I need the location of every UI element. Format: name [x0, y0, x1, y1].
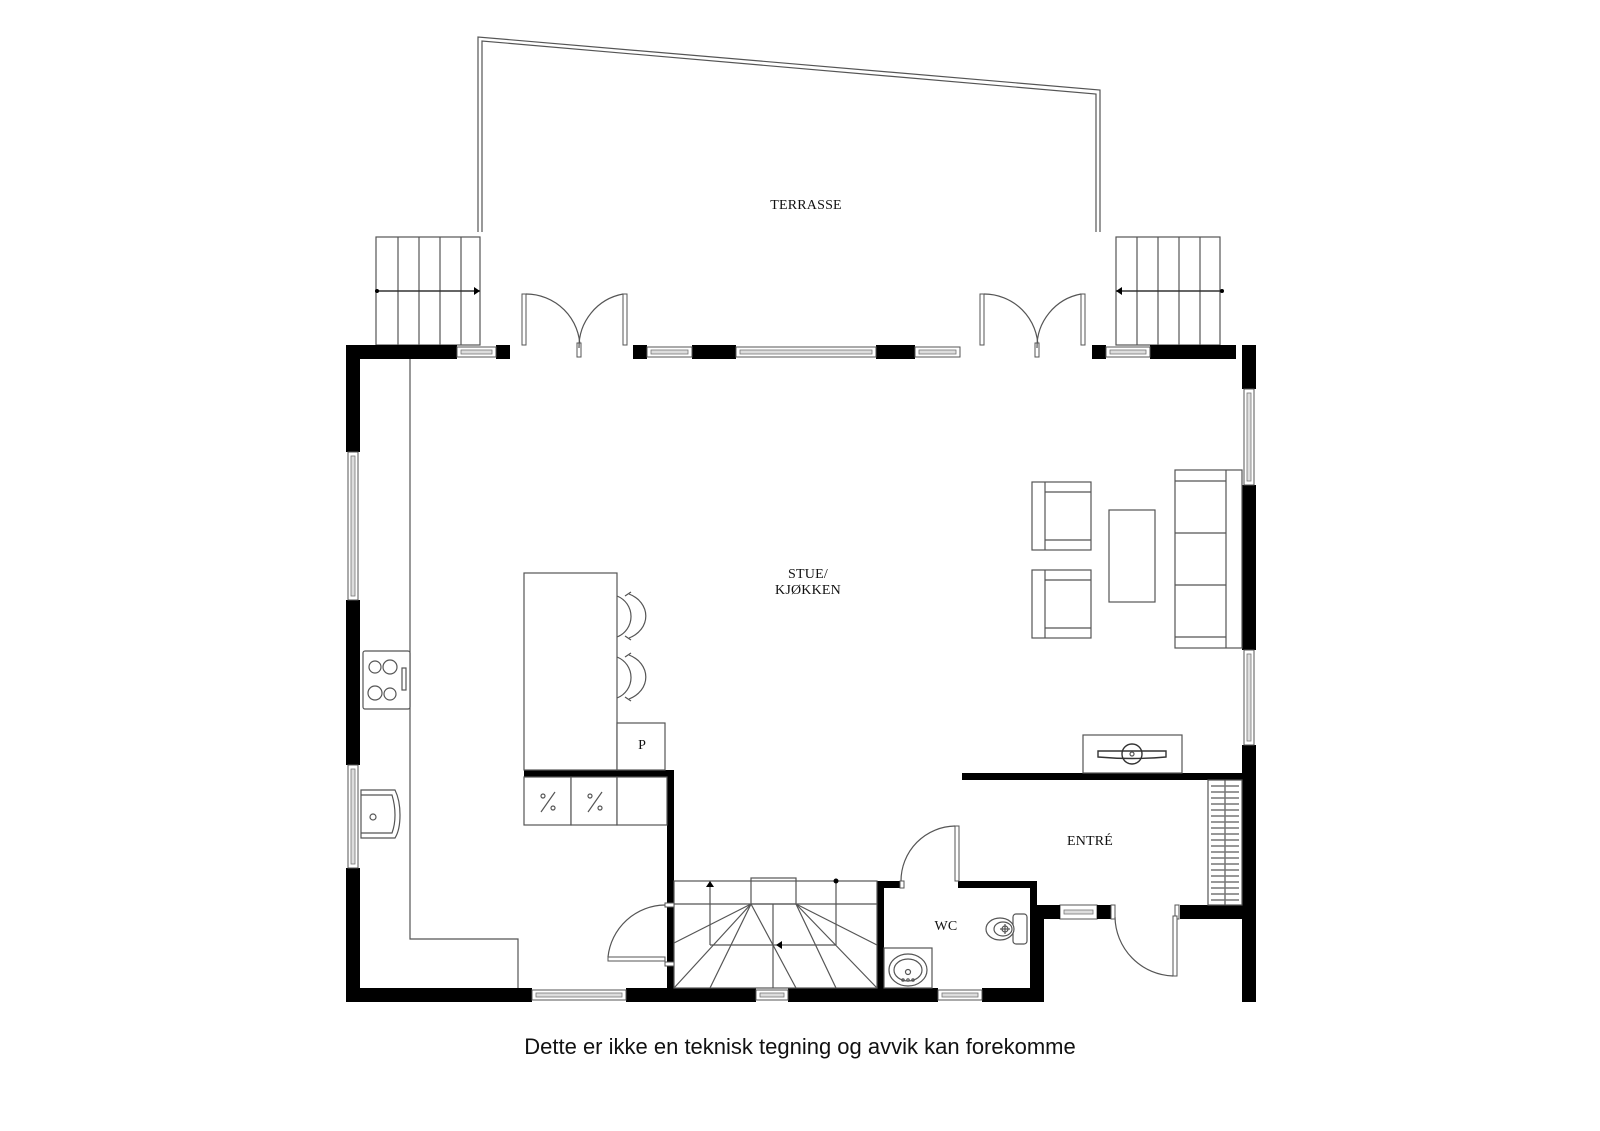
stair-arrow-icon [474, 287, 480, 295]
sofa-icon [1174, 469, 1243, 649]
kitchen-counter-left [409, 359, 519, 988]
stove-icon [362, 650, 411, 710]
interior-walls [524, 770, 1256, 1002]
stair-start-dot [375, 289, 379, 293]
terrace-door-left[interactable] [521, 293, 628, 358]
window-icon [914, 346, 961, 358]
lower-cabinets [523, 776, 668, 826]
window-icon [1243, 649, 1255, 746]
coffee-table-icon [1108, 509, 1156, 603]
window-icon [937, 989, 983, 1001]
room-label-entre: ENTRÉ [1066, 834, 1114, 849]
window-icon [1243, 388, 1255, 486]
windows [347, 346, 1255, 1001]
window-icon [1105, 346, 1151, 358]
room-label-wc: WC [934, 919, 958, 934]
kitchen-island [523, 572, 618, 771]
sink-icon [587, 791, 603, 813]
stair-arrow-icon [706, 881, 714, 887]
staircase [673, 877, 878, 989]
fireplace-icon [1082, 734, 1183, 774]
terrace-outline [477, 36, 1101, 232]
sink-icon [540, 791, 556, 813]
entry-door[interactable] [1110, 904, 1180, 977]
pantry-cabinet [616, 722, 666, 771]
left-terrace-steps [375, 236, 481, 346]
bar-stool-icon [616, 652, 647, 702]
right-terrace-steps [1115, 236, 1224, 346]
room-label-stue-kjokken: STUE/ KJØKKEN [775, 567, 841, 599]
window-icon [531, 989, 627, 1001]
washbasin-icon [883, 947, 933, 989]
bar-stool-icon [616, 591, 647, 641]
terrace-door-right[interactable] [979, 293, 1086, 358]
room-label-terrasse: TERRASSE [770, 198, 842, 213]
window-icon [1059, 904, 1098, 920]
window-icon [755, 989, 789, 1001]
armchair-icon [1031, 569, 1092, 639]
disclaimer-text: Dette er ikke en teknisk tegning og avvi… [524, 1034, 1076, 1059]
pantry-label: P [638, 738, 646, 753]
wc-door[interactable] [899, 825, 960, 889]
shoe-rack-icon [1207, 779, 1243, 906]
room-label-line: STUE/ [788, 567, 828, 582]
window-icon [735, 346, 877, 358]
stair-arrow-icon [1116, 287, 1122, 295]
exterior-walls [346, 345, 1256, 1002]
window-icon [646, 346, 693, 358]
window-icon [347, 764, 359, 869]
room-label-line: KJØKKEN [775, 583, 841, 598]
toilet-icon [985, 913, 1028, 945]
sink-icon [360, 789, 401, 839]
armchair-icon [1031, 481, 1092, 551]
stair-start-dot [1220, 289, 1224, 293]
window-icon [347, 451, 359, 601]
stair-arrow-icon [776, 941, 782, 949]
stair-door[interactable] [607, 902, 675, 967]
window-icon [456, 346, 497, 358]
